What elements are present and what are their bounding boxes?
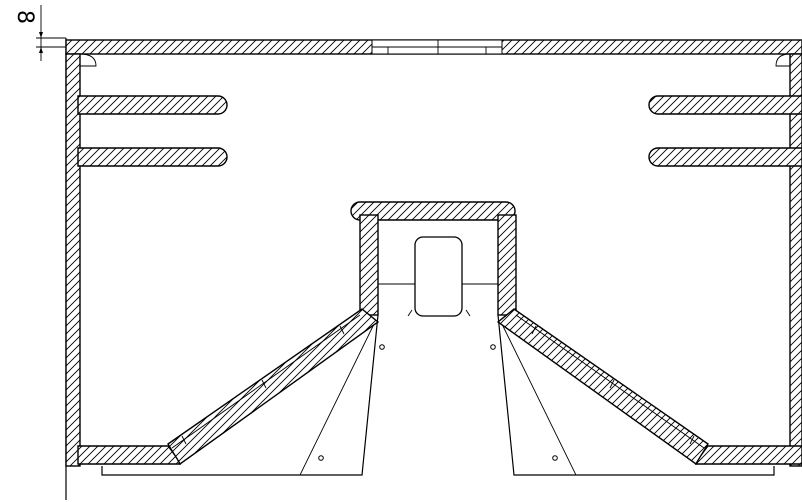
bottom-left-wall [77,445,182,465]
central-block [414,236,463,317]
right-wall [775,53,802,467]
right-shelf-lower [648,147,802,167]
inner-frame-outline [101,314,775,476]
left-shelf-lower [77,147,228,167]
left-shelf-upper [77,95,228,115]
central-housing [350,201,517,317]
top-wall [65,39,802,55]
dimension-annotation: 8 [12,5,66,61]
left-wall [65,53,97,467]
left-diagonal-panel [167,308,380,466]
fastener-holes [318,344,558,461]
right-diagonal-panel [496,308,709,466]
dimension-label: 8 [12,10,37,24]
right-shelf-upper [648,95,802,115]
bottom-right-wall [694,445,802,465]
